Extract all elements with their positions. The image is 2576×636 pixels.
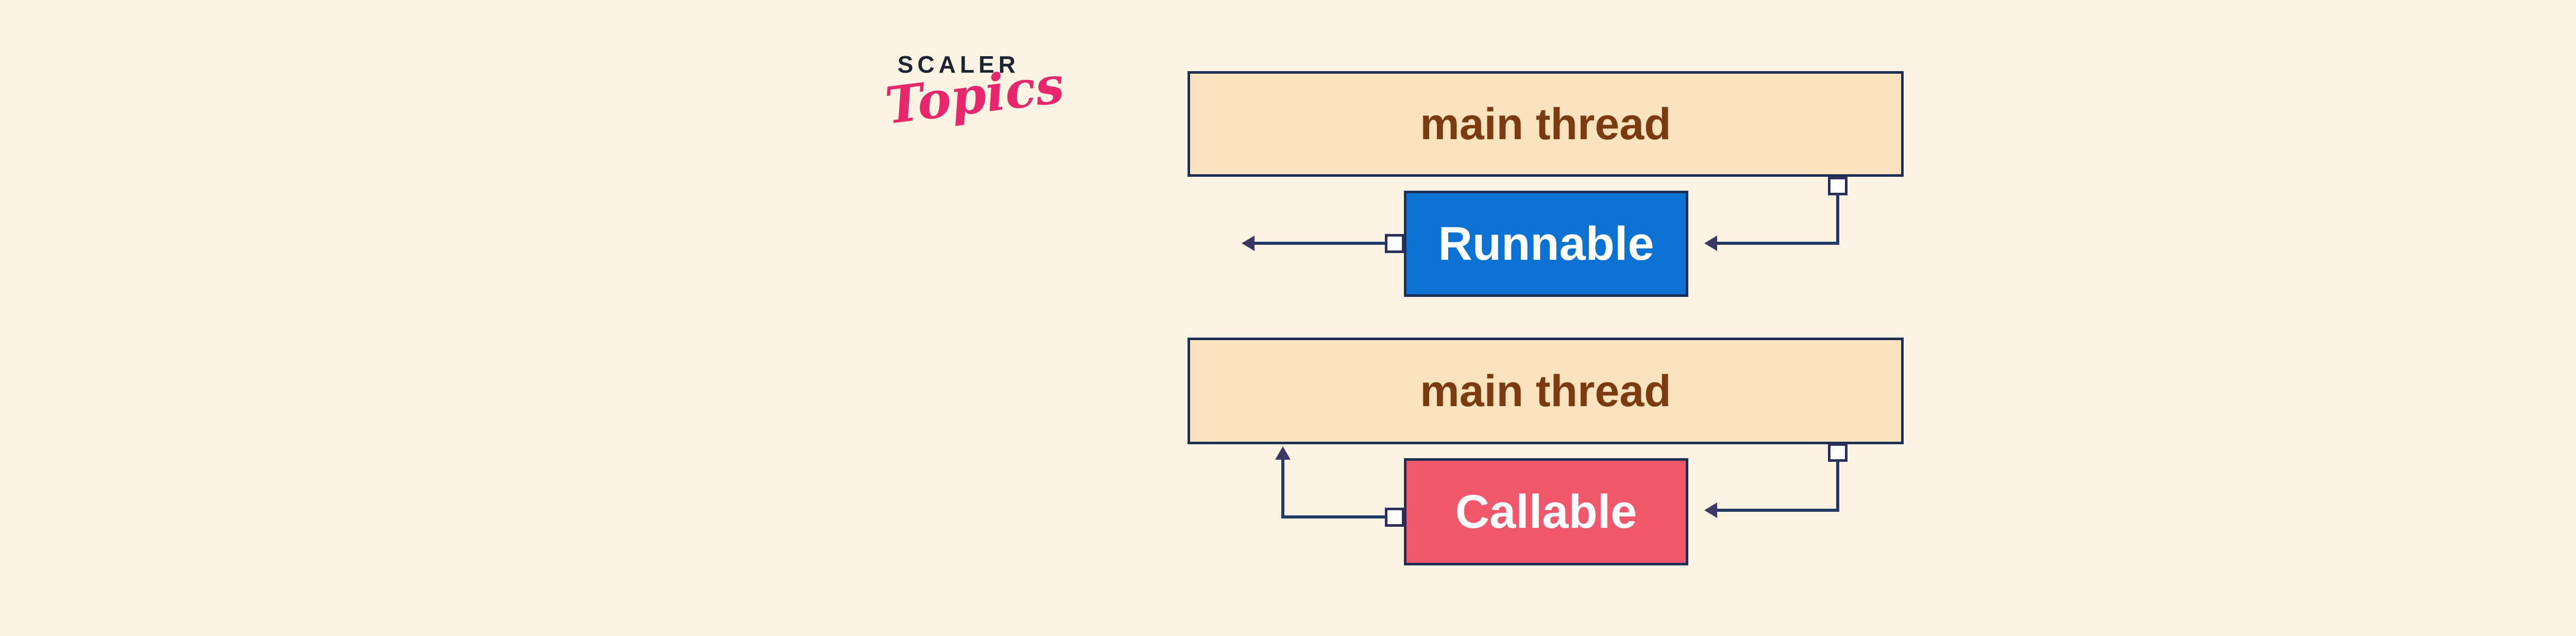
runnable-return-line [1254,242,1386,245]
arrowhead-into-runnable [1704,236,1717,251]
connector-line-into-runnable [1717,242,1839,245]
logo-brand-text: SCALER [897,51,1020,78]
main-thread-label: main thread [1420,99,1671,149]
callable-output-port [1385,508,1404,527]
runnable-return-arrowhead [1242,236,1255,251]
callable-box: Callable [1404,458,1688,565]
main-thread-output-port [1828,177,1848,195]
runnable-output-port [1385,234,1404,253]
main-thread-output-port [1828,443,1848,462]
scaler-topics-logo: SCALER Topics [876,46,1067,155]
main-thread-label: main thread [1420,366,1671,416]
arrowhead-into-callable [1704,503,1717,518]
connector-line-into-callable [1717,509,1839,512]
main-thread-box-callable: main thread [1188,338,1904,444]
callable-return-line [1281,515,1385,518]
runnable-label: Runnable [1438,217,1654,270]
callable-return-line-up [1281,459,1284,518]
connector-line-down [1836,461,1839,512]
connector-line-down [1836,194,1839,245]
callable-label: Callable [1455,486,1637,538]
main-thread-box-runnable: main thread [1188,71,1904,177]
runnable-box: Runnable [1404,191,1688,297]
callable-return-arrowhead [1275,446,1291,460]
